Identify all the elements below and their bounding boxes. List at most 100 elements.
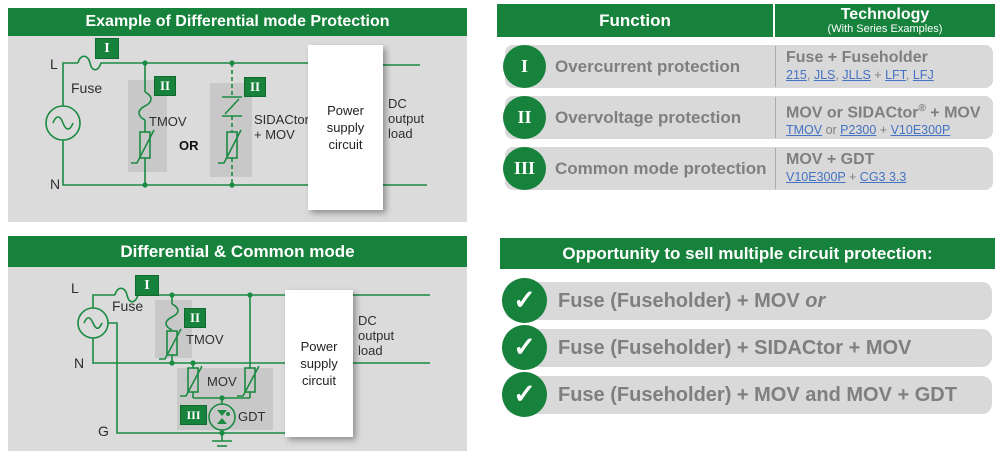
gdt-label: GDT: [238, 409, 266, 424]
technology-series-links: TMOV or P2300 + V10E300P: [786, 122, 991, 138]
opportunity-item-label: Fuse (Fuseholder) + MOV and MOV + GDT: [558, 384, 957, 406]
series-link[interactable]: TMOV: [786, 123, 823, 138]
table-header: Function Technology (With Series Example…: [497, 4, 995, 37]
panel-title: Differential & Common mode: [8, 236, 467, 267]
link-separator: or: [822, 123, 841, 138]
dc-output-load-label: DC output load: [358, 313, 395, 358]
table-rows: I Overcurrent protection Fuse + Fusehold…: [497, 45, 995, 190]
common-mode-circuit-diagram: [77, 287, 430, 447]
n-rail: [92, 338, 285, 364]
technology-title: MOV or SIDACtor® + MOV: [786, 103, 981, 122]
item-background-bar: [505, 282, 992, 320]
opportunity-item-label: Fuse (Fuseholder) + MOV or: [558, 290, 826, 312]
ground-label: G: [98, 423, 109, 439]
opportunity-item: ✓ Fuse (Fuseholder) + SIDACtor + MOV: [500, 325, 995, 370]
row-background-bar: [505, 96, 993, 139]
link-separator: ,: [905, 68, 913, 82]
ac-source-icon: [45, 105, 81, 141]
function-column-header: Function: [497, 4, 775, 37]
technology-column-header: Technology (With Series Examples): [775, 4, 995, 37]
panel-title: Example of Differential mode Protection: [8, 8, 467, 36]
fuse-label: Fuse: [112, 298, 144, 314]
series-link[interactable]: V10E300P: [786, 170, 846, 184]
column-divider: [775, 148, 776, 189]
table-row: I Overcurrent protection Fuse + Fusehold…: [497, 45, 995, 88]
opportunity-items: ✓ Fuse (Fuseholder) + MOV or ✓ Fuse (Fus…: [500, 278, 995, 417]
overcurrent-badge: I: [135, 275, 159, 296]
function-label: Overvoltage protection: [555, 108, 742, 127]
item-background-bar: [505, 329, 992, 367]
series-link[interactable]: 215: [786, 68, 807, 82]
or-label: OR: [179, 138, 199, 153]
sidactor-mov-branch: [218, 63, 242, 185]
sidactor-component-box: [210, 83, 252, 177]
overcurrent-badge: I: [95, 38, 119, 59]
series-link[interactable]: JLS: [813, 68, 836, 82]
ac-source-icon: [77, 307, 109, 339]
function-label: Common mode protection: [555, 159, 767, 178]
column-divider: [775, 46, 776, 87]
technology-title: MOV + GDT: [786, 151, 875, 168]
fuse-icon: [77, 55, 105, 71]
l-rail-left: [92, 294, 115, 308]
line-label: L: [50, 56, 58, 72]
checkmark-icon: ✓: [502, 372, 547, 417]
overvoltage-badge-1: II: [154, 76, 176, 96]
opportunity-item: ✓ Fuse (Fuseholder) + MOV or: [500, 278, 995, 323]
tmov-label: TMOV: [149, 114, 187, 129]
mov-label: MOV: [207, 374, 237, 389]
tmov-label: TMOV: [186, 332, 224, 347]
column-divider: [775, 97, 776, 138]
panel-common-mode: Differential & Common mode L N G Fuse I …: [8, 236, 467, 451]
technology-series-links: 215, JLS, JLLS + LFT, LFJ: [786, 67, 991, 83]
g-rail: [108, 322, 285, 434]
technology-cell: MOV + GDT V10E300P + CG3 3.3: [786, 150, 991, 185]
opportunity-item: ✓ Fuse (Fuseholder) + MOV and MOV + GDT: [500, 372, 995, 417]
neutral-label: N: [74, 355, 85, 371]
link-separator: +: [870, 68, 886, 82]
n-rail: [62, 140, 308, 186]
roman-numeral-badge: I: [503, 45, 546, 88]
series-link[interactable]: LFJ: [912, 68, 934, 82]
fuse-icon: [114, 287, 142, 303]
opportunity-title: Opportunity to sell multiple circuit pro…: [500, 238, 995, 269]
row-background-bar: [505, 45, 993, 88]
line-label: L: [71, 280, 79, 296]
link-separator: +: [876, 123, 891, 138]
series-link[interactable]: P2300: [840, 123, 877, 138]
roman-numeral-badge: III: [503, 147, 546, 190]
roman-numeral-badge: II: [503, 96, 546, 139]
technology-title: Fuse + Fuseholder: [786, 49, 928, 66]
tmov-branch: [131, 63, 155, 185]
fuse-label: Fuse: [71, 80, 103, 96]
link-separator: +: [845, 170, 860, 184]
overvoltage-badge-2: II: [244, 77, 266, 97]
neutral-label: N: [50, 176, 61, 192]
l-rail-left: [62, 62, 78, 106]
series-link[interactable]: LFT: [885, 68, 906, 82]
common-mode-badge: III: [180, 405, 207, 425]
technology-series-links: V10E300P + CG3 3.3: [786, 169, 991, 185]
series-link[interactable]: JLLS: [842, 68, 871, 82]
row-background-bar: [505, 147, 993, 190]
link-separator: ,: [806, 68, 814, 82]
function-technology-table: Function Technology (With Series Example…: [497, 4, 995, 190]
series-link[interactable]: V10E300P: [890, 123, 951, 138]
power-supply-box: Power supply circuit: [285, 290, 353, 437]
function-label: Overcurrent protection: [555, 57, 741, 76]
table-row: II Overvoltage protection MOV or SIDACto…: [497, 96, 995, 139]
checkmark-icon: ✓: [502, 278, 547, 323]
series-link[interactable]: CG3 3.3: [859, 170, 907, 184]
table-row: III Common mode protection MOV + GDT V10…: [497, 147, 995, 190]
item-background-bar: [505, 376, 992, 414]
sidactor-label: SIDACtor + MOV: [254, 112, 309, 142]
panel-differential-mode: Example of Differential mode Protection …: [8, 8, 467, 222]
checkmark-icon: ✓: [502, 325, 547, 370]
overvoltage-badge: II: [184, 308, 206, 328]
dc-output-load-label: DC output load: [388, 96, 425, 141]
link-separator: ,: [835, 68, 843, 82]
opportunity-item-label: Fuse (Fuseholder) + SIDACtor + MOV: [558, 337, 912, 359]
technology-cell: Fuse + Fuseholder 215, JLS, JLLS + LFT, …: [786, 48, 991, 83]
power-supply-box: Power supply circuit: [308, 45, 383, 210]
technology-cell: MOV or SIDACtor® + MOV TMOV or P2300 + V…: [786, 99, 991, 138]
